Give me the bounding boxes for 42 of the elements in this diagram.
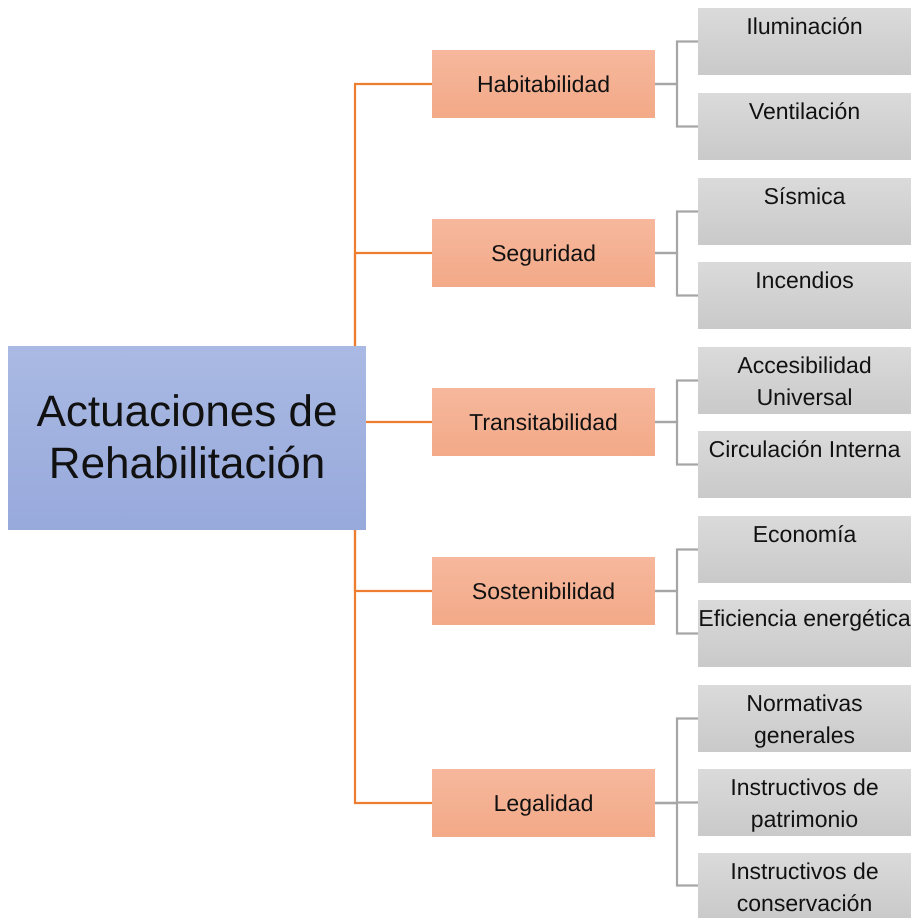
node-label: Legalidad — [494, 790, 594, 816]
node-label: Instructivos de patrimonio — [729, 773, 880, 834]
node-label: Incendios — [755, 266, 854, 295]
node-label: Iluminación — [746, 12, 863, 41]
node-label: Eficiencia energética — [698, 604, 911, 633]
category-box — [432, 388, 655, 456]
subcategory-box — [698, 600, 911, 667]
connector-line — [655, 82, 698, 128]
connector-line — [354, 252, 432, 346]
subcategory-box — [698, 8, 911, 75]
subcategory-box — [698, 853, 911, 918]
subcategory-box — [698, 431, 911, 498]
subcategory-box — [698, 685, 911, 752]
category-box — [432, 769, 655, 837]
connector-line — [366, 420, 432, 424]
node-label: Actuaciones de Rehabilitación — [36, 386, 338, 490]
subcategory-box — [698, 769, 911, 836]
node-label: Sísmica — [764, 182, 846, 211]
connector-line — [354, 530, 432, 804]
node-label: Circulación Interna — [708, 435, 900, 464]
subcategory-box — [698, 516, 911, 583]
connector-line — [655, 420, 698, 466]
node-label: Transitabilidad — [469, 408, 618, 436]
node-label: Instructivos de conservación — [729, 857, 880, 918]
node-label: Economía — [752, 520, 856, 549]
subcategory-box — [698, 178, 911, 245]
node-label: Habitabilidad — [477, 70, 610, 98]
connector-line — [655, 802, 698, 887]
node-label: Seguridad — [491, 240, 596, 266]
root-box — [8, 346, 366, 530]
subcategory-box — [698, 262, 911, 329]
subcategory-box — [698, 347, 911, 414]
node-label: Normativas generales — [745, 689, 864, 750]
connector-line — [655, 252, 698, 297]
category-box — [432, 219, 655, 287]
category-box — [432, 50, 655, 118]
node-label: Accesibilidad Universal — [736, 351, 873, 412]
node-label: Sostenibilidad — [472, 578, 616, 604]
connector-line — [655, 590, 698, 635]
category-box — [432, 557, 655, 625]
subcategory-box — [698, 93, 911, 160]
node-label: Ventilación — [748, 97, 860, 126]
